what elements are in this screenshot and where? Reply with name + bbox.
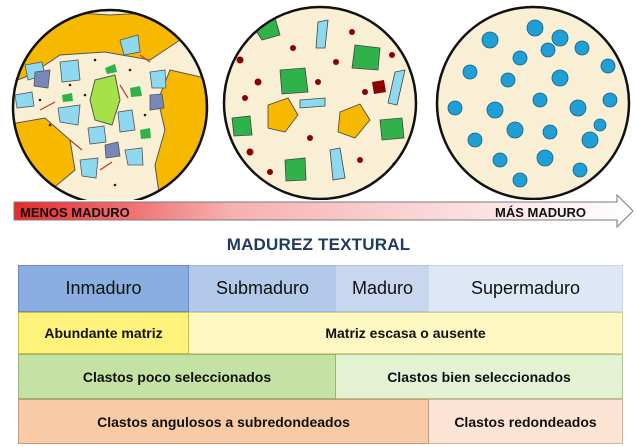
scarce-matrix-cell: Matriz escasa o ausente	[189, 312, 623, 354]
angular-clasts-cell: Clastos angulosos a subredondeados	[18, 399, 429, 444]
immature-sediment-circle	[11, 8, 209, 200]
submature-sediment-circle	[222, 5, 418, 200]
more-mature-label: MÁS MADURO	[495, 205, 586, 220]
textural-maturity-illustration	[11, 5, 631, 200]
well-sorted-cell: Clastos bien seleccionados	[336, 354, 623, 399]
maturity-arrow	[13, 194, 634, 228]
poorly-sorted-cell: Clastos poco seleccionados	[18, 354, 336, 399]
chart-title: MADUREZ TEXTURAL	[226, 235, 411, 254]
less-mature-label: MENOS MADURO	[20, 205, 130, 220]
header-supermaduro: Supermaduro	[429, 265, 623, 312]
abundant-matrix-cell: Abundante matriz	[18, 312, 189, 354]
header-inmaduro: Inmaduro	[18, 265, 189, 312]
supermature-sediment-circle	[435, 5, 631, 200]
rounded-clasts-cell: Clastos redondeados	[429, 399, 623, 444]
header-submaduro: Submaduro	[189, 265, 336, 312]
header-maduro: Maduro	[336, 265, 429, 312]
